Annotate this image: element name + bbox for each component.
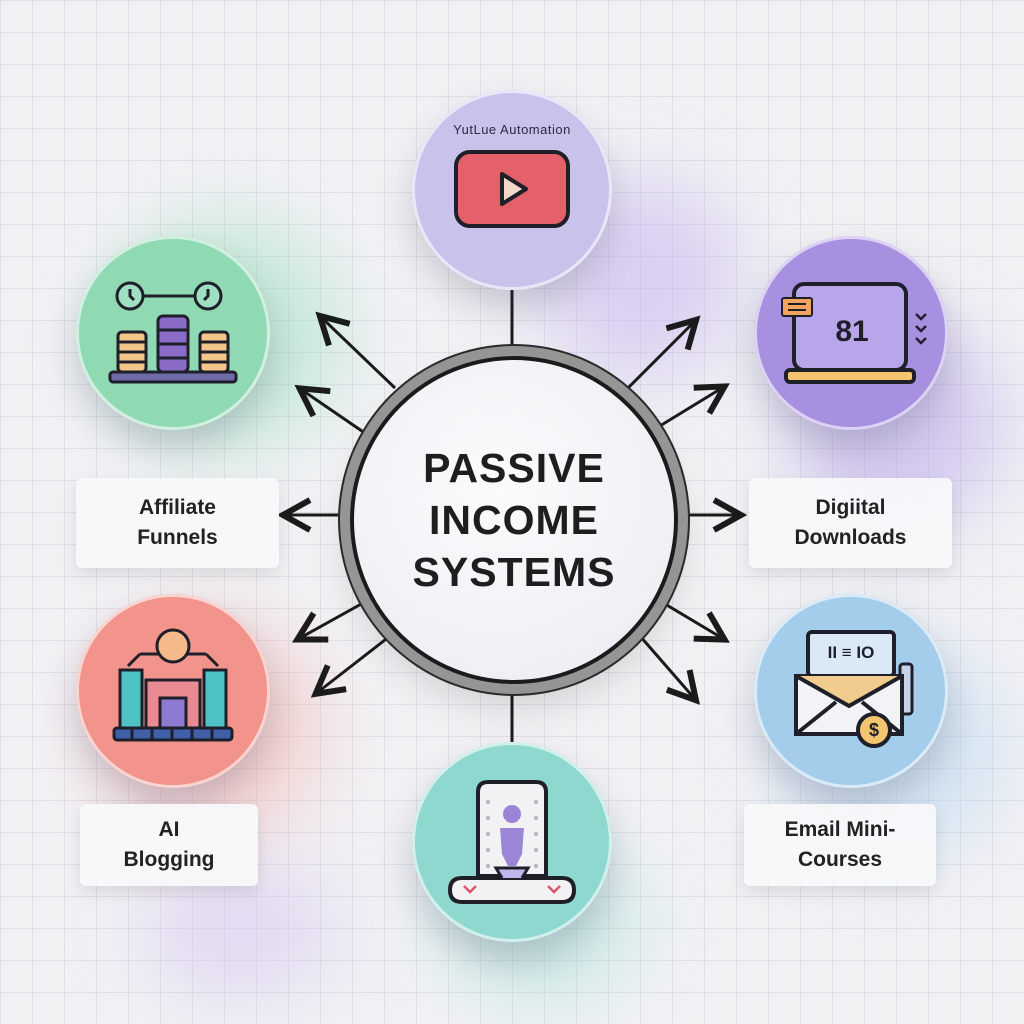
affiliate-label-line2: Funnels xyxy=(137,526,218,549)
label-digital-downloads: Digiital Downloads xyxy=(749,478,952,568)
digital-label-line1: Digiital xyxy=(815,496,886,519)
ai-robot-icon xyxy=(447,780,577,904)
digital-label-line2: Downloads xyxy=(794,526,907,549)
email-icon-text: II ≡ IO xyxy=(828,643,875,662)
node-youtube-automation: YutLue Automation xyxy=(412,90,612,290)
blogging-label-line2: Blogging xyxy=(123,848,215,871)
email-envelope-icon: II ≡ IO $ xyxy=(794,630,914,748)
center-title-line1: PASSIVE xyxy=(423,445,605,491)
youtube-label: YutLue Automation xyxy=(453,122,571,137)
label-email-mini-courses: Email Mini- Courses xyxy=(744,804,936,886)
node-ai-blogging xyxy=(76,594,270,788)
download-laptop-icon: 81 xyxy=(781,282,927,384)
coin-stacks-funnel-icon xyxy=(108,281,238,384)
affiliate-label-line1: Affiliate xyxy=(138,496,216,519)
blog-building-icon xyxy=(112,628,234,742)
label-ai-blogging: AI Blogging xyxy=(80,804,258,886)
blogging-label-line1: AI xyxy=(158,818,180,841)
center-title-line3: SYSTEMS xyxy=(412,549,616,595)
node-email-courses: II ≡ IO $ xyxy=(754,594,948,788)
center-title-line2: INCOME xyxy=(429,497,599,543)
email-label-line2: Courses xyxy=(797,848,883,871)
node-ai-robot xyxy=(412,742,612,942)
node-digital-downloads: 81 xyxy=(754,236,948,430)
label-affiliate-funnels: Affiliate Funnels xyxy=(76,478,279,568)
play-video-icon xyxy=(454,150,570,228)
center-hub: PASSIVE INCOME SYSTEMS xyxy=(350,356,678,684)
download-icon-number: 81 xyxy=(835,315,868,348)
node-affiliate xyxy=(76,236,270,430)
email-label-line1: Email Mini- xyxy=(784,818,896,841)
coin-symbol: $ xyxy=(869,720,879,740)
